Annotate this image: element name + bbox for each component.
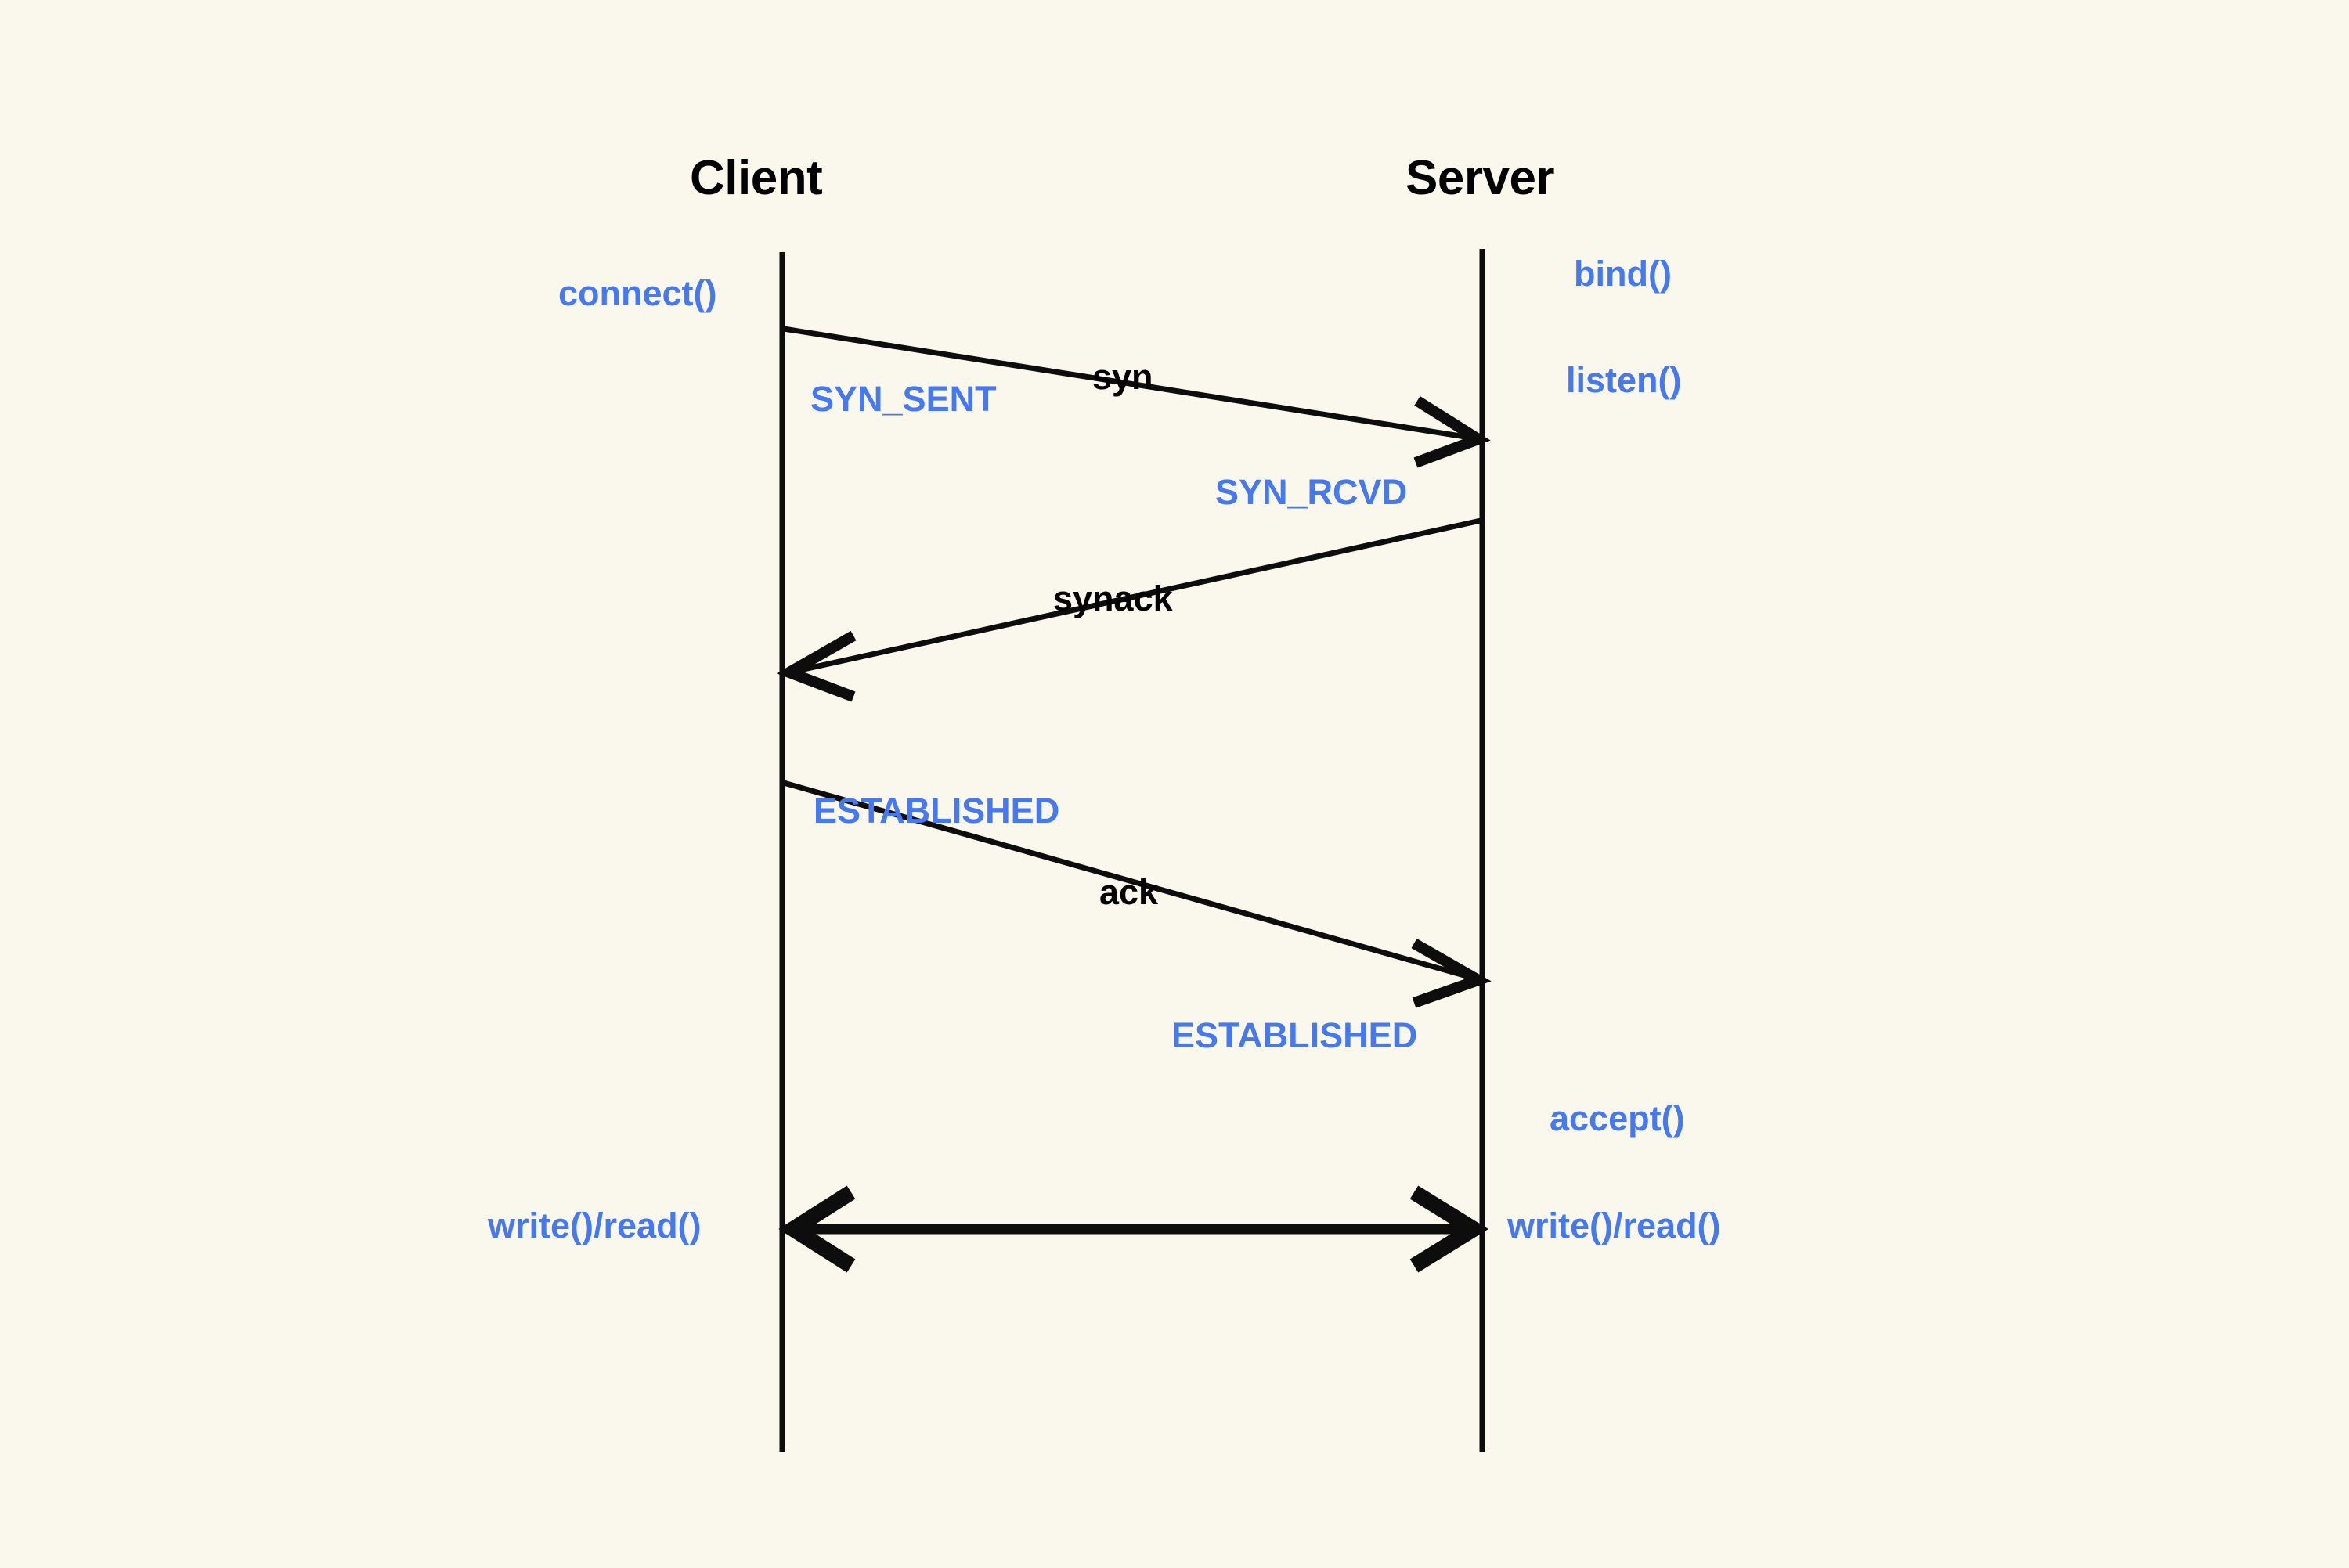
arrowhead-data-right (1409, 1185, 1489, 1273)
arrowhead-syn (1413, 396, 1491, 468)
actor-title-client: Client (690, 151, 823, 205)
message-line-syn (783, 326, 1476, 442)
message-line-synack (792, 517, 1481, 675)
arrowhead-synack (776, 630, 857, 702)
message-line-ack (783, 780, 1476, 982)
message-label-syn: syn (1092, 357, 1153, 397)
server-api-accept: accept() (1550, 1098, 1685, 1138)
server-api-write-read: write()/read() (1507, 1206, 1721, 1245)
server-api-bind: bind() (1574, 254, 1672, 294)
client-state-established: ESTABLISHED (814, 791, 1060, 831)
server-state-established: ESTABLISHED (1171, 1015, 1418, 1055)
message-label-ack: ack (1099, 872, 1159, 912)
client-api-write-read: write()/read() (488, 1206, 702, 1245)
message-label-synack: synack (1053, 579, 1173, 618)
arrowhead-data-left (778, 1185, 856, 1273)
arrowhead-ack (1411, 938, 1492, 1008)
client-api-connect: connect() (558, 273, 717, 313)
actor-title-server: Server (1405, 151, 1555, 205)
server-api-listen: listen() (1566, 360, 1682, 400)
client-state-syn-sent: SYN_SENT (810, 379, 997, 419)
server-state-syn-rcvd: SYN_RCVD (1215, 472, 1408, 512)
